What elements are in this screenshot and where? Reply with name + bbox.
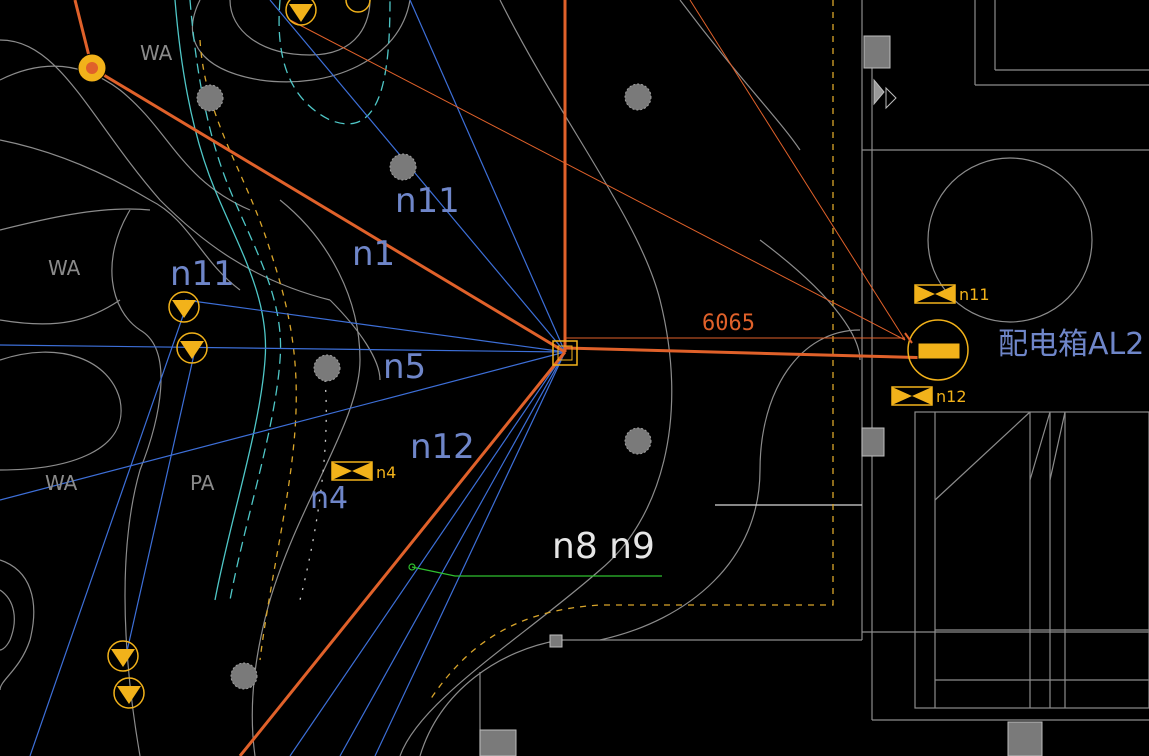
spotlight-fixtures [77, 0, 371, 709]
tree-symbol-icon [624, 83, 652, 111]
n4-bowtie-icon [331, 461, 373, 481]
tree-symbol-icon [624, 427, 652, 455]
circuit-label-n11: n11 [170, 254, 235, 294]
downlight-icon [285, 0, 317, 26]
downlight-icon [168, 291, 200, 323]
distribution-panel-icon [904, 319, 969, 381]
zone-label-wa: WA [48, 256, 81, 280]
blue-circuit-wires [0, 0, 566, 756]
circuit-label-n12: n12 [410, 427, 475, 467]
circuit-label-n4: n4 [310, 481, 348, 516]
walkway-edges [174, 0, 834, 701]
panel-label: 配电箱AL2 [998, 327, 1144, 362]
circuit-label-n11: n11 [395, 181, 460, 221]
orange-thin-wires [289, 0, 906, 341]
tree-symbol-icon [313, 354, 341, 382]
drawing-labels: WA WA WA PA n11 n11 n1 n5 n12 n4 n8 n9 6… [45, 41, 1144, 567]
downlight-icon [113, 677, 145, 709]
text-leader [408, 563, 662, 577]
tree-symbols [196, 83, 652, 690]
fixture-tag-n11: n11 [959, 285, 990, 304]
fixture-tag-n4: n4 [376, 463, 396, 482]
circuit-label-n8-n9: n8 n9 [552, 526, 655, 567]
downlight-icon [345, 0, 371, 13]
downlight-icon [176, 332, 208, 364]
circuit-label-n1: n1 [352, 234, 395, 274]
zone-label-pa: PA [190, 471, 215, 495]
tree-symbol-icon [389, 153, 417, 181]
hatched-columns [479, 35, 1043, 756]
junction-box-icon [552, 340, 578, 366]
building-outline [479, 0, 1149, 756]
orange-main-wires [73, 0, 936, 756]
n11-bowtie-icon [914, 284, 956, 304]
tree-symbol-icon [230, 662, 258, 690]
bowtie-fixtures [331, 284, 956, 481]
tree-symbol-icon [196, 84, 224, 112]
spotlight-icon [77, 53, 107, 83]
dimension-label: 6065 [702, 311, 755, 336]
circuit-label-n5: n5 [383, 347, 426, 387]
zone-label-wa: WA [45, 471, 78, 495]
n12-bowtie-icon [891, 386, 933, 406]
zone-label-wa: WA [140, 41, 173, 65]
downlight-icon [107, 640, 139, 672]
fixture-tag-n12: n12 [936, 387, 967, 406]
